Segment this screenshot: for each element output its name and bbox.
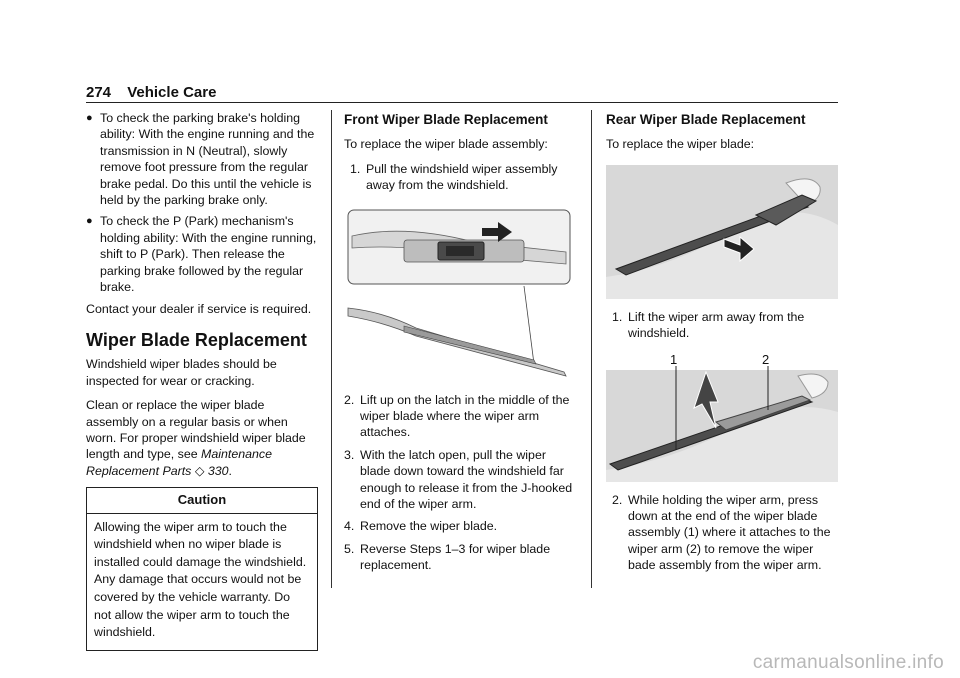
page-number: 274 bbox=[86, 84, 112, 101]
callout-label-1: 1 bbox=[670, 351, 678, 367]
section-heading: Front Wiper Blade Replacement bbox=[344, 112, 548, 127]
step-item: 2. While holding the wiper arm, press do… bbox=[612, 492, 838, 574]
bullet-text: To check the parking brake's holding abi… bbox=[100, 111, 315, 208]
step-item: 4. Remove the wiper blade. bbox=[344, 518, 576, 534]
caution-title: Caution bbox=[87, 488, 317, 514]
paragraph-text: Clean or replace the wiper blade assembl… bbox=[86, 398, 306, 462]
front-wiper-figure bbox=[344, 207, 576, 384]
rear-wiper-figure-1 bbox=[606, 164, 838, 299]
callout-label-2: 2 bbox=[762, 351, 770, 367]
rear-wiper-illustration bbox=[606, 164, 838, 299]
front-wiper-illustration bbox=[347, 209, 571, 377]
step-text: Lift the wiper arm away from the windshi… bbox=[628, 309, 805, 341]
bullet-icon: ● bbox=[86, 215, 93, 228]
step-text: Lift up on the latch in the middle of th… bbox=[360, 392, 570, 440]
step-number: 1. bbox=[612, 309, 623, 324]
column-left: ● To check the parking brake's holding a… bbox=[86, 110, 318, 651]
intro-text: To replace the wiper blade assembly: bbox=[344, 137, 548, 152]
caution-body: Allowing the wiper arm to touch the wind… bbox=[94, 519, 307, 640]
step-item: 2. Lift up on the latch in the middle of… bbox=[344, 392, 576, 441]
rear-wiper-figure-2: 1 2 bbox=[606, 351, 838, 482]
rear-wiper-callout-illustration bbox=[606, 365, 838, 482]
contact-text: Contact your dealer if service is requir… bbox=[86, 302, 312, 317]
bullet-item: ● To check the parking brake's holding a… bbox=[86, 110, 318, 208]
step-item: 1. Lift the wiper arm away from the wind… bbox=[612, 309, 838, 342]
page-ref-number[interactable]: 330 bbox=[207, 463, 229, 478]
cross-reference-link[interactable]: Maintenance Replacement Parts bbox=[86, 447, 272, 478]
section-heading: Rear Wiper Blade Replacement bbox=[606, 112, 806, 127]
column-divider bbox=[591, 110, 592, 588]
bullet-icon: ● bbox=[86, 112, 93, 124]
intro-text: To replace the wiper blade: bbox=[606, 137, 755, 152]
paragraph: Windshield wiper blades should be inspec… bbox=[86, 357, 277, 388]
step-number: 2. bbox=[344, 392, 355, 407]
section-title: Vehicle Care bbox=[127, 84, 217, 101]
step-number: 5. bbox=[344, 541, 355, 556]
step-text: Pull the windshield wiper assembly away … bbox=[366, 161, 558, 193]
step-number: 1. bbox=[350, 161, 361, 176]
step-item: 1. Pull the windshield wiper assembly aw… bbox=[350, 161, 576, 194]
column-middle: Front Wiper Blade Replacement To replace… bbox=[344, 110, 576, 580]
page-ref-icon: ◇ bbox=[194, 463, 205, 478]
period: . bbox=[228, 463, 232, 478]
step-text: Remove the wiper blade. bbox=[360, 519, 498, 534]
step-item: 3. With the latch open, pull the wiper b… bbox=[344, 447, 576, 513]
bullet-item: ● To check the P (Park) mechanism's hold… bbox=[86, 213, 318, 295]
paragraph: Clean or replace the wiper blade assembl… bbox=[86, 397, 318, 479]
step-text: While holding the wiper arm, press down … bbox=[628, 492, 831, 573]
step-number: 2. bbox=[612, 492, 623, 507]
step-text: Reverse Steps 1–3 for wiper blade replac… bbox=[360, 541, 551, 573]
caution-box: Caution Allowing the wiper arm to touch … bbox=[86, 487, 318, 651]
column-divider bbox=[331, 110, 332, 588]
column-right: Rear Wiper Blade Replacement To replace … bbox=[606, 110, 838, 580]
section-heading: Wiper Blade Replacement bbox=[86, 329, 307, 350]
step-number: 3. bbox=[344, 447, 355, 462]
step-item: 5. Reverse Steps 1–3 for wiper blade rep… bbox=[344, 541, 576, 574]
header-rule bbox=[86, 102, 838, 103]
page-header: 274 Vehicle Care bbox=[86, 84, 216, 101]
bullet-text: To check the P (Park) mechanism's holdin… bbox=[100, 214, 317, 295]
step-text: With the latch open, pull the wiper blad… bbox=[360, 447, 573, 512]
step-number: 4. bbox=[344, 519, 355, 534]
watermark: carmanualsonline.info bbox=[752, 652, 944, 673]
